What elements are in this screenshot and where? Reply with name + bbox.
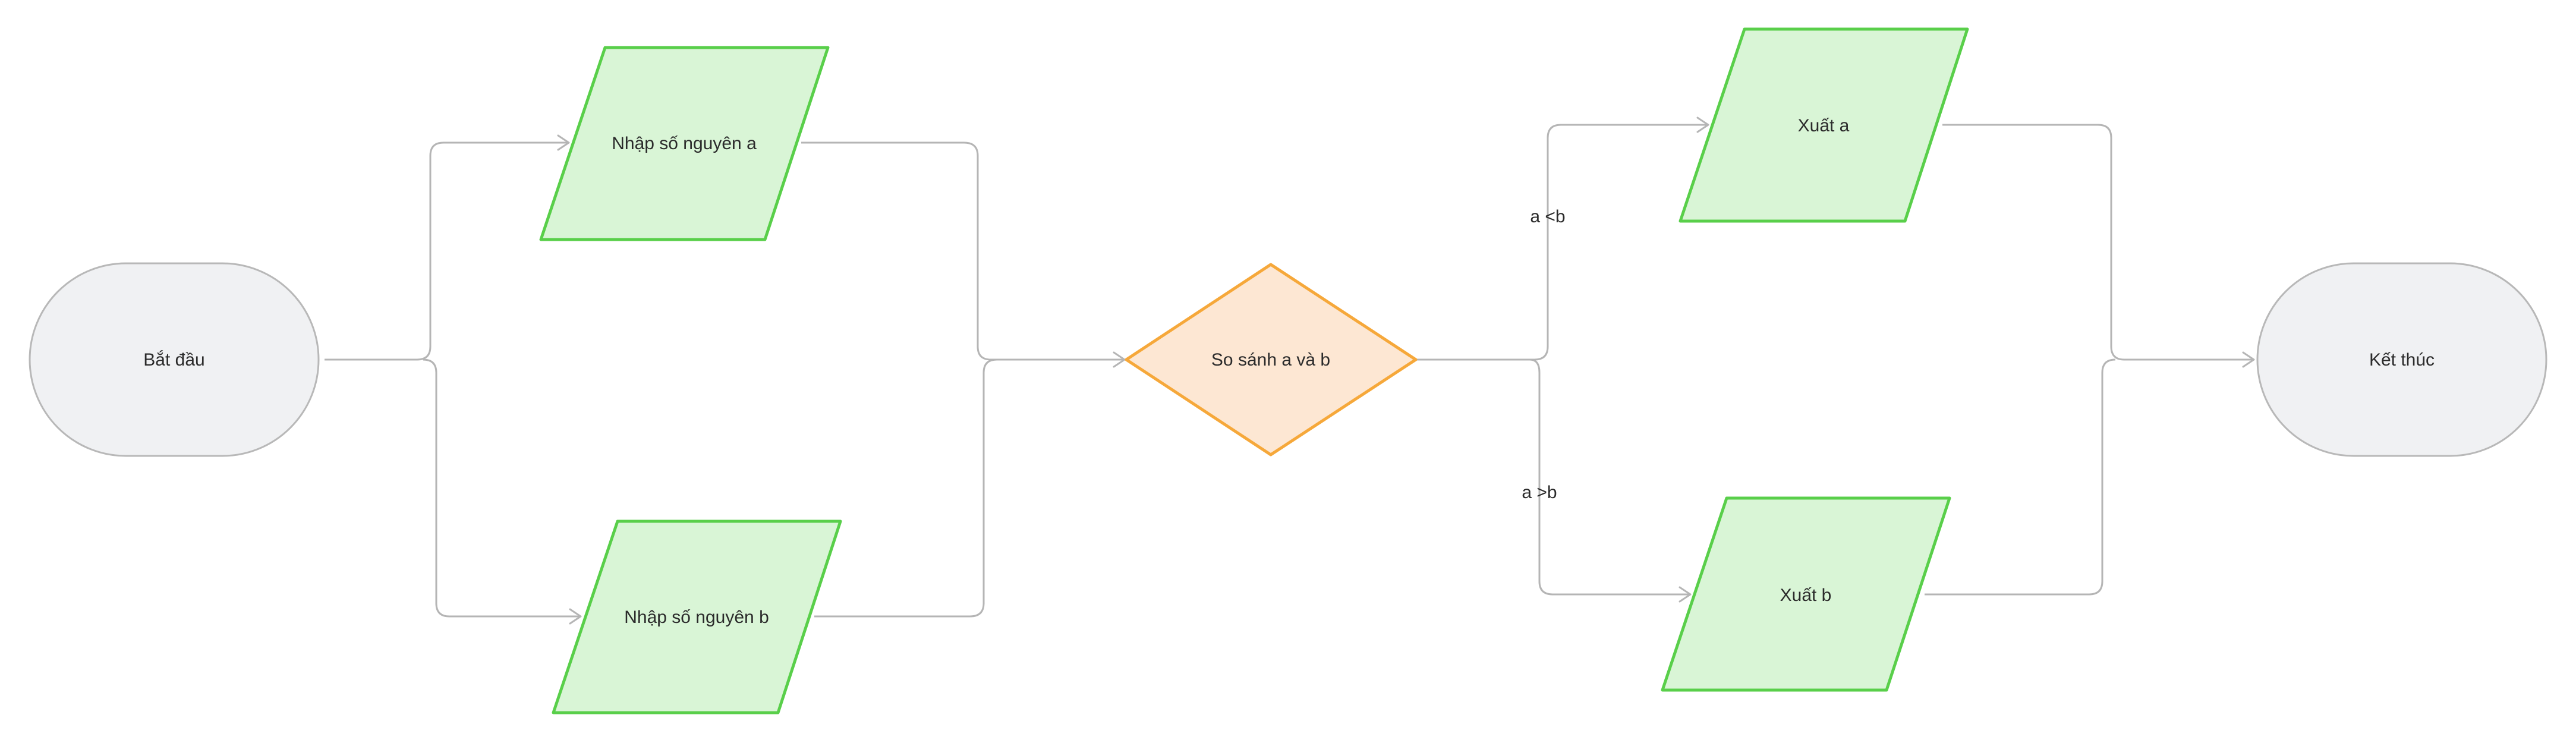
- edge-compare-to-output-a: [1417, 124, 1707, 361]
- output-b-parallelogram: [1661, 496, 1951, 692]
- input-a-parallelogram: [539, 46, 830, 241]
- end-label: Kết thúc: [2369, 350, 2435, 370]
- end-terminal-shape: [2256, 262, 2547, 457]
- edge-compare-to-output-b-arrowhead: [1679, 586, 1692, 603]
- edge-label-a-greater-b: a >b: [1522, 483, 1557, 502]
- start-terminal-shape: [29, 262, 320, 457]
- output-b-label: Xuất b: [1780, 585, 1832, 605]
- start-label: Bắt đầu: [143, 350, 204, 370]
- end-node[interactable]: Kết thúc: [2256, 262, 2547, 457]
- input-b-node[interactable]: Nhập số nguyên b: [552, 520, 842, 714]
- edge-output-b-to-end: [1925, 358, 2116, 596]
- output-a-node[interactable]: Xuất a: [1679, 27, 1969, 223]
- edge-start-to-input-b-arrowhead: [569, 608, 582, 625]
- edges: a <b a >b: [325, 117, 2255, 625]
- input-b-parallelogram: [552, 520, 842, 714]
- input-a-node[interactable]: Nhập số nguyên a: [539, 46, 830, 241]
- output-b-node[interactable]: Xuất b: [1661, 496, 1951, 692]
- edge-start-to-input-a-arrowhead: [557, 134, 570, 151]
- compare-label: So sánh a và b: [1211, 350, 1330, 370]
- compare-diamond: [1125, 263, 1418, 456]
- edge-compare-to-output-b: [1529, 358, 1689, 596]
- output-a-parallelogram: [1679, 27, 1969, 223]
- edge-output-a-to-end: [1942, 124, 2253, 361]
- edge-to-compare-arrowhead: [1113, 351, 1126, 368]
- start-node[interactable]: Bắt đầu: [29, 262, 320, 457]
- edge-input-b-to-compare: [814, 358, 997, 618]
- compare-node[interactable]: So sánh a và b: [1125, 263, 1418, 456]
- edge-compare-to-output-a-arrowhead: [1696, 117, 1709, 133]
- edge-start-to-input-b: [423, 358, 580, 618]
- edge-to-end-arrowhead: [2242, 351, 2255, 368]
- edge-start-to-input-a: [325, 141, 568, 361]
- input-b-label: Nhập số nguyên b: [624, 607, 769, 627]
- edge-input-a-to-compare: [801, 141, 1123, 361]
- edge-label-a-less-b: a <b: [1530, 207, 1565, 226]
- input-a-label: Nhập số nguyên a: [612, 134, 757, 153]
- output-a-label: Xuất a: [1798, 116, 1850, 136]
